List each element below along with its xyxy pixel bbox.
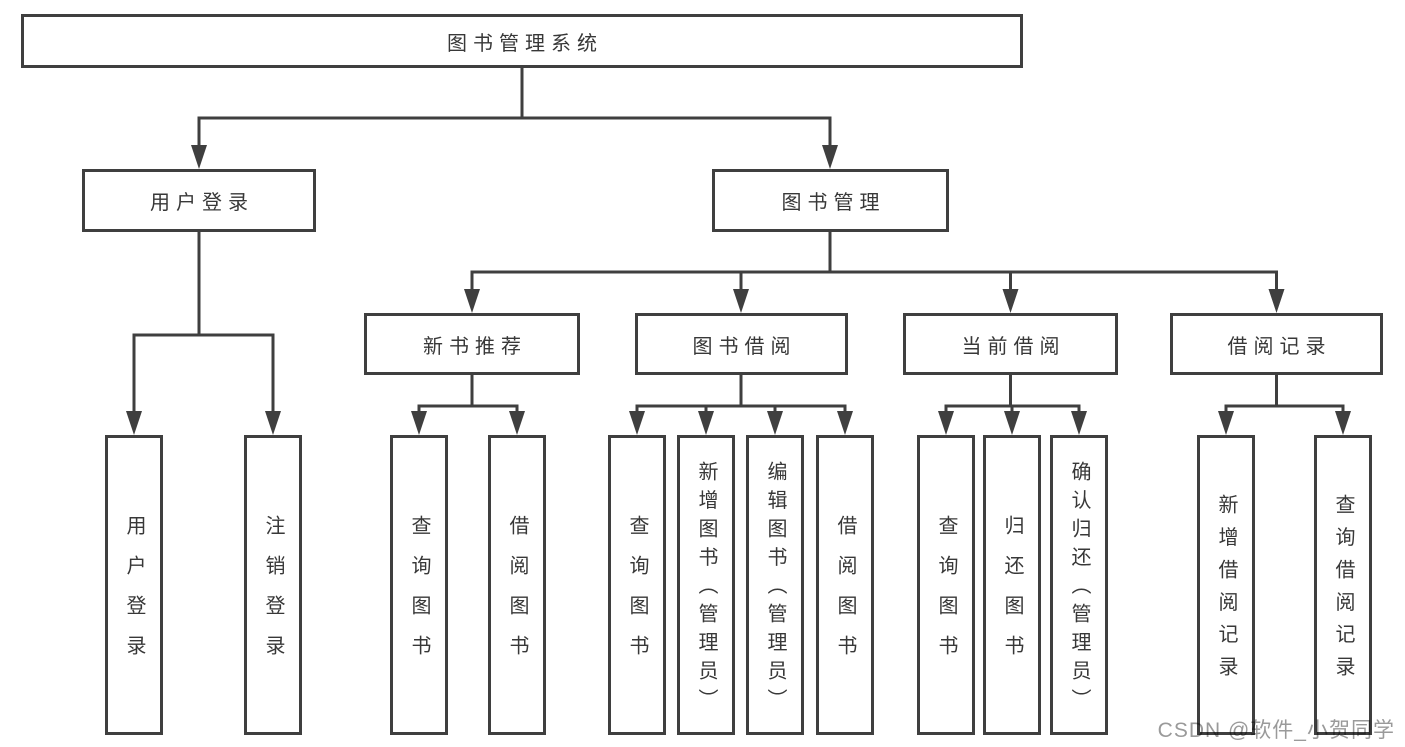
connector-root [197, 66, 832, 152]
leaf-label: 查询图书 [935, 515, 957, 675]
leaf-label: 借阅图书 [834, 515, 856, 675]
leaf-label: 查询借阅记录 [1332, 493, 1354, 689]
node-borrow-records: 借阅记录 [1170, 313, 1383, 375]
arrowheads [126, 145, 1351, 435]
leaf-label: 编辑图书（管理员） [764, 461, 786, 717]
leaf-current-return-books: 归还图书 [983, 435, 1041, 735]
leaf-borrow-query-books: 查询图书 [608, 435, 666, 735]
arrowhead [837, 411, 853, 435]
arrowhead [767, 411, 783, 435]
node-current-borrow: 当前借阅 [903, 313, 1118, 375]
leaf-label: 新增借阅记录 [1215, 493, 1237, 689]
leaf-label: 查询图书 [626, 515, 648, 675]
leaf-label: 确认归还（管理员） [1068, 461, 1090, 717]
leaf-newbook-borrow-books: 借阅图书 [488, 435, 546, 735]
arrowhead [411, 411, 427, 435]
leaf-borrow-borrow-books: 借阅图书 [816, 435, 874, 735]
arrowhead [126, 411, 142, 435]
connector-current-borrow [944, 373, 1081, 418]
node-new-book-recommend: 新书推荐 [364, 313, 580, 375]
arrowhead [1002, 289, 1019, 313]
leaf-label: 借阅图书 [506, 515, 528, 675]
arrowhead [191, 145, 207, 169]
csdn-watermark: CSDN @软件_小贺同学 [1157, 719, 1395, 742]
leaf-records-query-borrow-record: 查询借阅记录 [1314, 435, 1372, 735]
node-user-login: 用户登录 [82, 169, 316, 232]
connector-borrow-records [1224, 373, 1345, 418]
leaf-label: 用户登录 [123, 515, 145, 675]
arrowhead [822, 145, 838, 169]
arrowhead [1071, 411, 1087, 435]
leaf-label: 归还图书 [1001, 515, 1023, 675]
node-root-system: 图书管理系统 [21, 14, 1023, 68]
leaf-label: 新增图书（管理员） [695, 461, 717, 717]
leaf-label: 查询图书 [408, 515, 430, 675]
leaf-current-query-books: 查询图书 [917, 435, 975, 735]
connector-user-login [132, 230, 275, 418]
arrowhead [509, 411, 525, 435]
node-book-borrow: 图书借阅 [635, 313, 848, 375]
arrowhead [265, 411, 281, 435]
leaf-user-login: 用户登录 [105, 435, 163, 735]
connector-book-mgmt [470, 230, 1278, 296]
arrowhead [733, 289, 749, 313]
arrowhead [464, 289, 480, 313]
leaf-newbook-query-books: 查询图书 [390, 435, 448, 735]
leaf-borrow-add-books-admin: 新增图书（管理员） [677, 435, 735, 735]
leaf-label: 注销登录 [262, 515, 284, 675]
leaf-logout: 注销登录 [244, 435, 302, 735]
arrowhead [1335, 411, 1351, 435]
arrowhead [629, 411, 645, 435]
leaf-current-confirm-return-admin: 确认归还（管理员） [1050, 435, 1108, 735]
connector-book-borrow [635, 373, 847, 418]
arrowhead [1268, 289, 1285, 313]
connector-new-book-rec [417, 373, 519, 418]
leaf-records-add-borrow-record: 新增借阅记录 [1197, 435, 1255, 735]
arrowhead [1218, 411, 1234, 435]
leaf-borrow-edit-books-admin: 编辑图书（管理员） [746, 435, 804, 735]
arrowhead [698, 411, 714, 435]
arrowhead [1004, 411, 1020, 435]
node-book-management: 图书管理 [712, 169, 949, 232]
arrowhead [938, 411, 954, 435]
